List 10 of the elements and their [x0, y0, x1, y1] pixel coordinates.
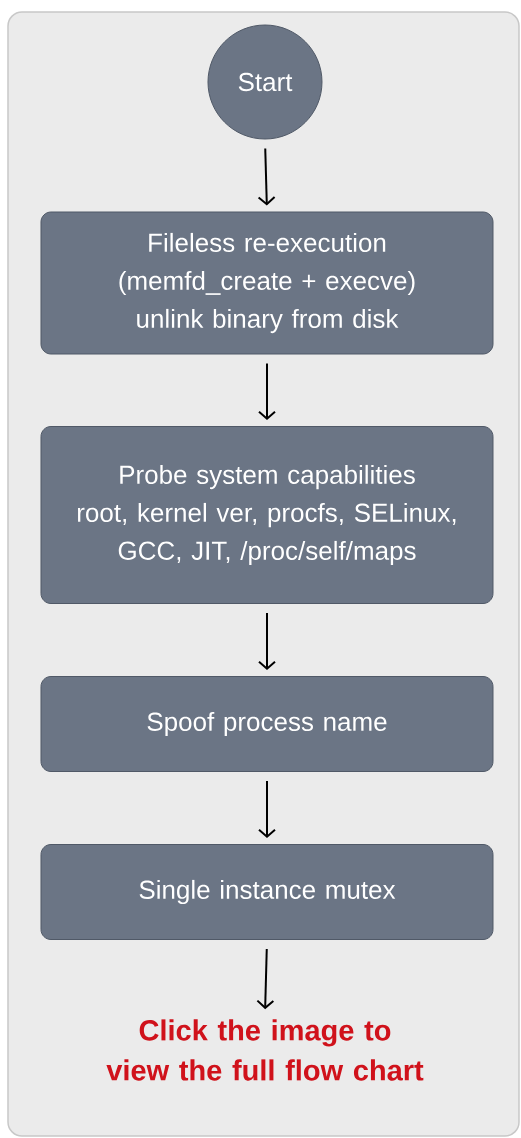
process-box: Single instance mutex [40, 844, 494, 940]
call-to-action-text: Click the image to view the full flow chart [106, 1019, 424, 1081]
arrow [257, 147, 276, 206]
arrow [256, 948, 275, 1010]
process-box: Fileless re-execution (memfd_create + execve) unlink binary from disk [40, 211, 494, 355]
process-box: Spoof process name [40, 676, 494, 772]
process-box: Probe system capabilities root, kernel ver, procfs, SELinux, GCC, JIT, /proc/self/maps [40, 426, 494, 604]
arrow [258, 780, 276, 838]
arrow [258, 362, 276, 420]
arrow [258, 612, 276, 670]
